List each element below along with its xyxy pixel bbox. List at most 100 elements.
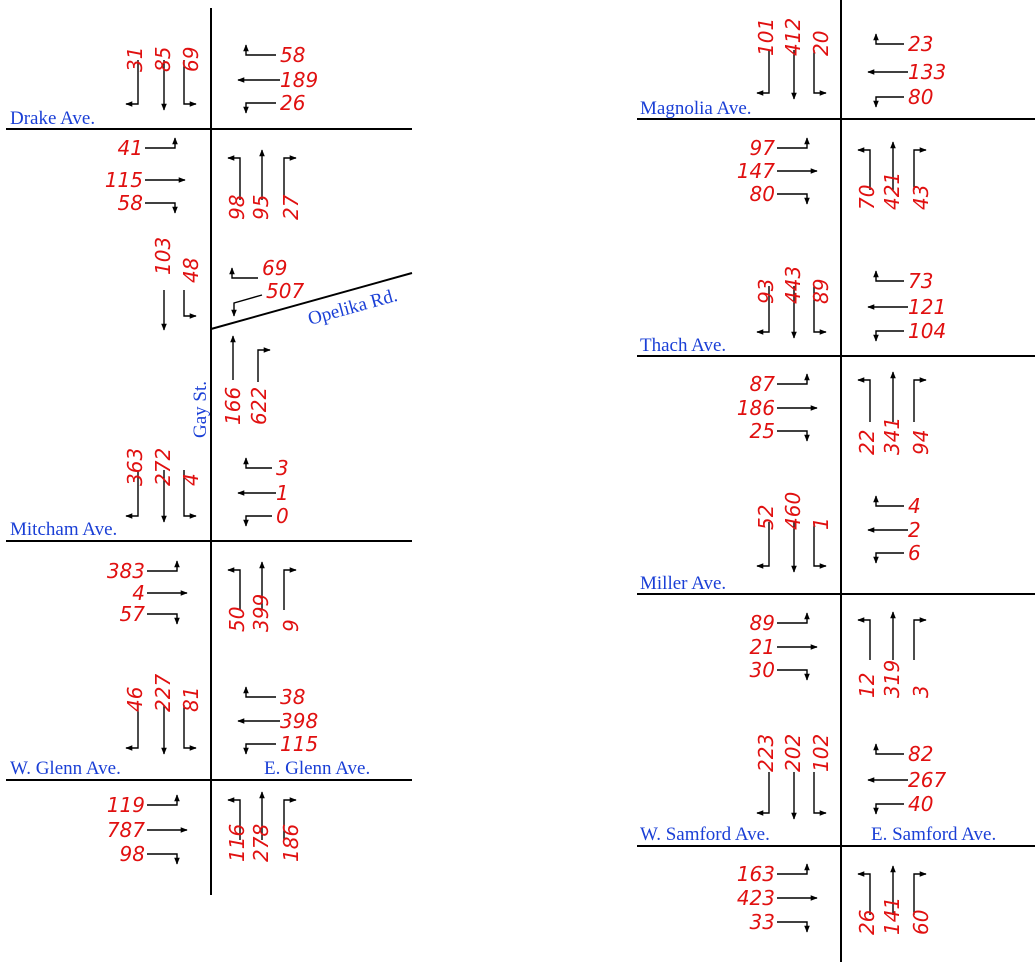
magnolia_nb-right-arrow: [913, 147, 927, 190]
mitcham_nb-right-volume: 9: [279, 619, 303, 632]
samford_eb-right-arrow: [777, 921, 810, 933]
glenn_sb-through-volume: 227: [151, 674, 175, 712]
samford_eb-left-volume: 163: [737, 862, 775, 886]
magnolia_sb-right-volume: 101: [754, 18, 778, 56]
drake_nb-left-arrow: [227, 155, 241, 200]
miller_eb-right-volume: 30: [750, 658, 775, 682]
mitcham_eb-right-volume: 57: [120, 602, 146, 626]
label-mitcham-ave: Mitcham Ave.: [10, 519, 117, 540]
magnolia_wb-right-arrow: [873, 33, 904, 45]
drake_sb-right-volume: 31: [123, 47, 147, 72]
mitcham_wb-through-volume: 1: [276, 481, 289, 505]
magnolia_sb-through-volume: 412: [781, 18, 805, 56]
mitcham_sb-left-arrow: [183, 470, 197, 519]
samford_sb-right-volume: 223: [754, 734, 778, 772]
glenn_eb-right-arrow: [147, 853, 180, 865]
thach_wb-left-arrow: [873, 330, 904, 342]
magnolia_eb-through-volume: 147: [737, 159, 775, 183]
samford_sb-through-volume: 202: [781, 734, 805, 772]
label-e-samford-ave: E. Samford Ave.: [871, 824, 996, 845]
miller_wb-right-arrow: [873, 495, 904, 507]
opelika_nb-right-volume: 622: [247, 387, 271, 425]
magnolia_sb-left-volume: 20: [809, 31, 833, 56]
drake_wb-right-volume: 58: [280, 43, 305, 67]
mitcham_eb-right-arrow: [147, 613, 180, 625]
glenn_wb-left-volume: 115: [280, 732, 318, 756]
mitcham_sb-left-volume: 4: [179, 473, 203, 486]
thach_sb-through-volume: 443: [781, 266, 805, 304]
samford_nb-through-volume: 141: [880, 897, 904, 935]
miller_sb-through-volume: 460: [781, 492, 805, 530]
label-w-samford-ave: W. Samford Ave.: [640, 824, 770, 845]
glenn_nb-left-volume: 116: [225, 824, 249, 862]
magnolia_nb-right-volume: 43: [909, 185, 933, 210]
glenn_eb-left-volume: 119: [107, 793, 145, 817]
label-thach-ave: Thach Ave.: [640, 335, 726, 356]
samford_nb-right-volume: 60: [909, 910, 933, 935]
glenn_wb-right-volume: 38: [280, 685, 305, 709]
mitcham_wb-left-arrow: [243, 515, 272, 527]
thach_nb-through-volume: 341: [880, 417, 904, 455]
mitcham_sb-through-volume: 272: [151, 448, 175, 486]
miller_sb-right-arrow: [756, 522, 770, 569]
opelika_sb-through-volume: 103: [151, 237, 175, 275]
drake_nb-right-arrow: [283, 155, 297, 200]
magnolia_wb-through-volume: 133: [908, 60, 946, 84]
samford_eb-right-volume: 33: [750, 910, 775, 934]
miller_eb-left-volume: 89: [750, 611, 775, 635]
drake_sb-through-volume: 85: [151, 47, 175, 72]
drake_wb-through-volume: 189: [280, 68, 318, 92]
magnolia_sb-right-arrow: [756, 50, 770, 96]
opelika_wb-right-volume: 69: [262, 256, 287, 280]
opelika-rd-line: [210, 272, 413, 330]
magnolia_eb-right-volume: 80: [750, 182, 775, 206]
label-gay-st: Gay St.: [190, 381, 211, 438]
opelika_wb-left-volume: 507: [266, 279, 304, 303]
thach_eb-through-volume: 186: [737, 396, 775, 420]
thach_wb-through-volume: 121: [908, 295, 946, 319]
mitcham_wb-right-volume: 3: [276, 456, 289, 480]
thach_sb-left-arrow: [813, 286, 827, 335]
magnolia_wb-left-arrow: [873, 96, 904, 108]
glenn_sb-left-volume: 81: [179, 687, 203, 712]
glenn_eb-right-volume: 98: [120, 842, 145, 866]
samford_wb-right-volume: 82: [908, 742, 933, 766]
mitcham_eb-through-volume: 4: [132, 581, 145, 605]
drake_wb-left-volume: 26: [280, 91, 305, 115]
thach_nb-left-volume: 22: [855, 430, 879, 455]
mitcham_nb-through-volume: 399: [249, 594, 273, 632]
glenn_nb-right-arrow: [283, 797, 297, 840]
glenn_wb-right-arrow: [243, 686, 276, 698]
glenn_nb-through-volume: 278: [249, 824, 273, 862]
mitcham_nb-right-arrow: [283, 567, 297, 610]
thach_wb-right-volume: 73: [908, 269, 933, 293]
magnolia_nb-left-arrow: [857, 147, 871, 190]
drake_nb-left-volume: 98: [225, 195, 249, 220]
mitcham_wb-right-arrow: [243, 457, 272, 469]
mitcham_nb-left-volume: 50: [225, 607, 249, 632]
glenn_nb-left-arrow: [227, 797, 241, 840]
miller_nb-left-volume: 12: [855, 673, 879, 698]
thach_eb-right-arrow: [777, 430, 810, 442]
mitcham_sb-right-arrow: [125, 470, 139, 519]
miller_nb-right-volume: 3: [909, 685, 933, 698]
drake_wb-right-arrow: [243, 44, 276, 56]
magnolia_eb-right-arrow: [777, 193, 810, 205]
label-e-glenn-ave: E. Glenn Ave.: [264, 758, 370, 779]
drake_sb-left-arrow: [183, 60, 197, 107]
mitcham_eb-left-volume: 383: [107, 559, 145, 583]
mitcham_sb-right-volume: 363: [123, 448, 147, 486]
label-drake-ave: Drake Ave.: [10, 108, 95, 129]
magnolia_wb-left-volume: 80: [908, 85, 933, 109]
drake_sb-left-volume: 69: [179, 47, 203, 72]
thach_sb-right-volume: 93: [754, 279, 778, 304]
miller_sb-left-volume: 1: [809, 517, 833, 530]
opelika_sb-left-arrow: [183, 290, 197, 319]
miller_sb-right-volume: 52: [754, 505, 778, 530]
samford_sb-right-arrow: [756, 772, 770, 816]
mitcham_eb-left-arrow: [147, 560, 180, 572]
drake_sb-right-arrow: [125, 60, 139, 107]
miller_nb-right-arrow: [913, 617, 927, 660]
